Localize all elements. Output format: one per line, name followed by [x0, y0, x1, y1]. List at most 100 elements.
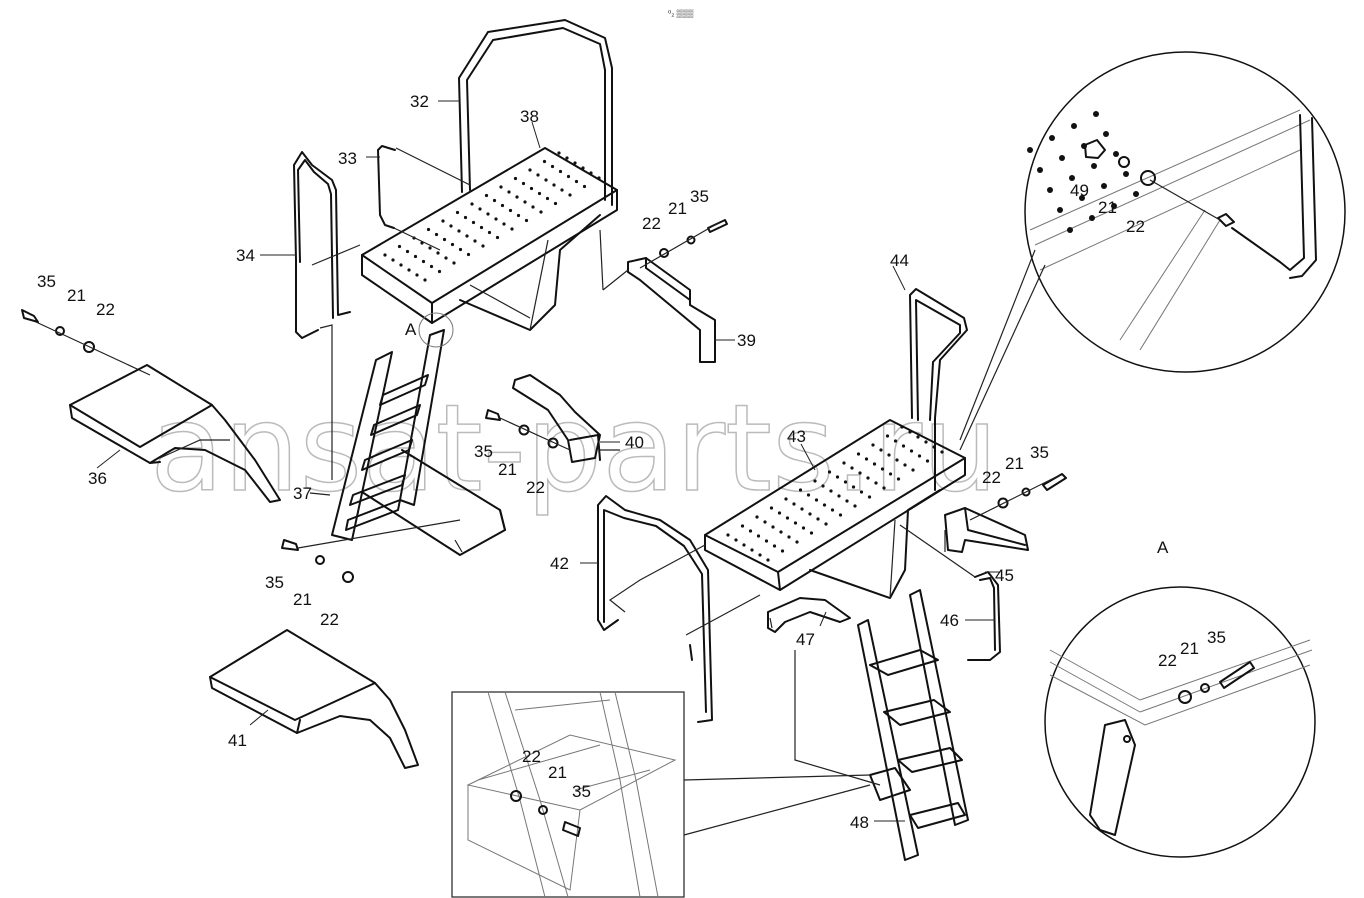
part-48-ladder: [794, 589, 969, 861]
callout-40: 40: [625, 433, 644, 452]
perforation-hole: [895, 458, 899, 462]
perforation-hole: [1089, 215, 1095, 221]
callout-35-d: 35: [265, 573, 284, 592]
callout-45: 45: [995, 566, 1014, 585]
perforation-hole: [932, 445, 936, 449]
perforation-hole: [853, 504, 857, 508]
perforation-hole: [536, 173, 540, 177]
callout-35-a: 35: [37, 272, 56, 291]
perforation-hole: [784, 497, 788, 501]
perforation-hole: [1047, 187, 1053, 193]
perforation-hole: [492, 198, 497, 203]
perforation-hole: [407, 268, 411, 272]
perforation-hole: [560, 188, 564, 192]
perforation-hole: [566, 174, 571, 179]
perforation-hole: [1079, 195, 1085, 201]
perforation-hole: [801, 526, 806, 530]
perforation-hole: [867, 495, 872, 499]
perforation-hole: [763, 520, 767, 524]
part-37-ladder: [309, 312, 506, 556]
perforation-hole: [896, 477, 901, 481]
perforation-hole: [426, 227, 431, 232]
perforation-hole: [573, 161, 577, 165]
perforation-hole: [925, 459, 930, 463]
perforation-hole: [785, 516, 790, 520]
perforation-hole: [1067, 227, 1073, 233]
perforation-hole: [529, 186, 534, 191]
perforation-hole: [423, 278, 427, 282]
fastener-set-39: [639, 219, 728, 269]
perforation-hole: [813, 479, 817, 483]
callout-A-marker: A: [405, 320, 417, 339]
callout-35-c: 35: [474, 442, 493, 461]
perforation-hole: [478, 207, 482, 211]
perforation-hole: [494, 217, 498, 221]
perforation-hole: [908, 430, 912, 434]
callout-38: 38: [520, 107, 539, 126]
perforation-hole: [1069, 175, 1075, 181]
perforation-hole: [597, 176, 601, 180]
perforation-hole: [755, 515, 759, 519]
perforation-hole: [740, 524, 745, 528]
perforation-hole: [772, 544, 777, 548]
detail-inset-box: [451, 691, 871, 898]
perforation-hole: [486, 212, 490, 216]
callout-22-e: 22: [982, 468, 1001, 487]
perforation-hole: [911, 468, 915, 472]
callout-35-b: 35: [690, 187, 709, 206]
perforation-hole: [821, 484, 825, 488]
perforation-hole: [766, 558, 770, 562]
perforation-hole: [399, 263, 403, 267]
perforation-hole: [872, 462, 877, 466]
perforation-hole: [742, 543, 746, 547]
top-mark: ⁰₂ ▒▒▒: [668, 9, 694, 18]
perforation-hole: [780, 549, 785, 553]
perforation-hole: [437, 269, 442, 274]
perforation-hole: [769, 506, 774, 510]
perforation-hole: [924, 440, 928, 444]
perforation-hole: [879, 448, 883, 452]
perforation-hole: [845, 499, 849, 503]
callout-36: 36: [88, 469, 107, 488]
perforation-hole: [880, 467, 885, 471]
perforation-hole: [798, 488, 803, 492]
perforation-hole: [771, 525, 775, 529]
perforation-hole: [1113, 151, 1119, 157]
perforation-hole: [779, 530, 783, 534]
callout-34: 34: [236, 246, 255, 265]
fastener-set-lower-left: [281, 519, 461, 583]
perforation-hole: [748, 529, 753, 533]
perforation-hole: [1059, 155, 1065, 161]
callout-39: 39: [737, 331, 756, 350]
part-34-side-rail: [293, 151, 361, 480]
perforation-hole: [809, 531, 814, 535]
perforation-hole: [806, 493, 811, 497]
perforation-hole: [756, 534, 761, 538]
part-47-bracket: [767, 597, 851, 633]
perforation-hole: [479, 225, 484, 230]
perforation-hole: [842, 461, 846, 465]
perforation-hole: [383, 253, 387, 257]
perforation-hole: [436, 251, 440, 255]
perforation-hole: [814, 498, 819, 502]
part-40-bracket: [512, 374, 620, 463]
perforation-hole: [531, 205, 535, 209]
callout-22-c: 22: [526, 478, 545, 497]
perforation-hole: [901, 444, 906, 448]
perforation-hole: [484, 193, 489, 198]
perforation-hole: [838, 513, 843, 517]
part-39-bracket: [599, 229, 716, 363]
part-46-rail: [899, 524, 1001, 661]
perforation-hole: [829, 489, 833, 493]
perforation-hole: [487, 230, 492, 235]
perforation-hole: [859, 490, 864, 494]
watermark: ansat-parts.ru: [150, 380, 998, 519]
perforation-hole: [452, 261, 456, 265]
perforation-hole: [524, 218, 529, 223]
perforation-hole: [545, 196, 550, 201]
part-45-bracket: [944, 507, 1029, 553]
perforation-hole: [940, 450, 944, 454]
perforation-hole: [523, 200, 527, 204]
part-36-step-tread: [69, 364, 281, 503]
perforation-hole: [843, 480, 848, 484]
